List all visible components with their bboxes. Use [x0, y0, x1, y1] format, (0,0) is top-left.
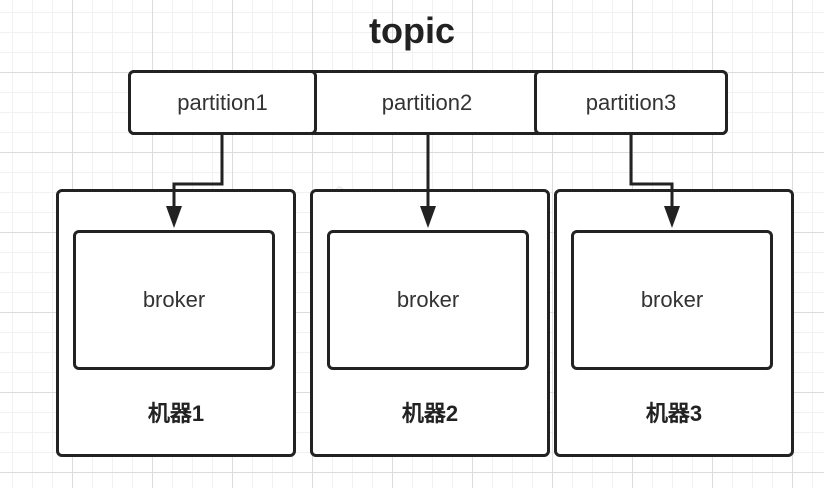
broker-1-box: broker: [73, 230, 275, 370]
connector-1-arrowhead: [166, 206, 182, 228]
machine-1-label: 机器1: [147, 401, 205, 426]
topic-title: topic: [369, 10, 455, 51]
partition-1-label: partition1: [177, 89, 268, 115]
partition-1-box: partition1: [128, 70, 317, 135]
partition-3-box: partition3: [534, 70, 728, 135]
machine-3-label: 机器3: [645, 401, 703, 426]
broker-3-label: broker: [640, 287, 704, 312]
partition-2-box: partition2: [320, 70, 534, 135]
connector-3-arrowhead: [664, 206, 680, 228]
connector-2-arrowhead: [420, 206, 436, 228]
partition-2-label: partition2: [381, 89, 473, 115]
broker-2-label: broker: [396, 287, 460, 312]
broker-3-box: broker: [571, 230, 773, 370]
connector-1-line: [172, 135, 224, 208]
machine-2-label: 机器2: [401, 401, 459, 426]
broker-2-box: broker: [327, 230, 529, 370]
broker-1-label: broker: [142, 287, 206, 312]
connector-3-line: [629, 135, 674, 208]
partition-3-label: partition3: [585, 89, 677, 115]
